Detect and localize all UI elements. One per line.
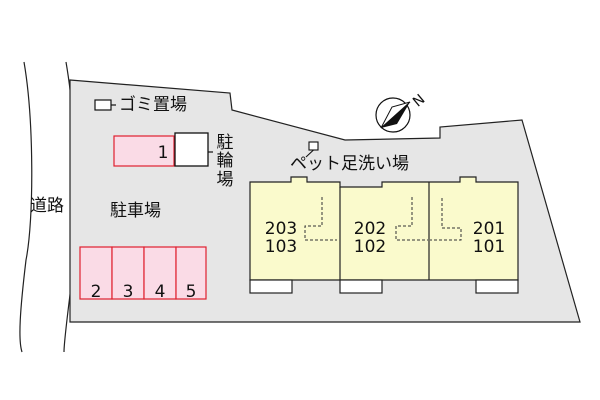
parking-slot-3-label: 3 bbox=[122, 282, 134, 302]
bicycle-parking-box bbox=[174, 132, 209, 167]
parking-slot-4-label: 4 bbox=[154, 282, 166, 302]
unit-upper-label: 201 bbox=[472, 219, 506, 239]
pet-wash-label: ペット足洗い場 bbox=[290, 154, 409, 174]
parking-slot-5 bbox=[175, 246, 207, 300]
unit-lower-label: 102 bbox=[353, 236, 387, 257]
entrance-103 bbox=[249, 279, 293, 294]
unit-lower-label: 101 bbox=[472, 236, 506, 257]
unit-lower-label: 103 bbox=[264, 236, 298, 257]
pet-wash-icon bbox=[305, 141, 319, 158]
unit-202-102: 202 102 bbox=[345, 219, 395, 257]
parking-slot-1-label: 1 bbox=[157, 143, 169, 163]
parking-slot-2 bbox=[79, 246, 113, 300]
entrance-101 bbox=[475, 279, 519, 294]
parking-slot-2-label: 2 bbox=[90, 282, 102, 302]
unit-201-101: 201 101 bbox=[464, 219, 514, 257]
parking-slot-5-label: 5 bbox=[185, 282, 197, 302]
garbage-label: ゴミ置場 bbox=[119, 95, 187, 115]
compass-icon bbox=[375, 97, 411, 133]
road-edge-left bbox=[19, 61, 33, 353]
bicycle-parking-label: 駐輪場 bbox=[216, 133, 234, 190]
parking-label: 駐車場 bbox=[110, 201, 161, 221]
unit-upper-label: 202 bbox=[353, 219, 387, 239]
road-label: 道路 bbox=[30, 196, 64, 216]
unit-203-103: 203 103 bbox=[256, 219, 306, 257]
garbage-icon bbox=[94, 99, 116, 111]
unit-upper-label: 203 bbox=[264, 219, 298, 239]
parking-row bbox=[79, 246, 207, 300]
parking-slot-1 bbox=[113, 135, 175, 167]
entrance-102 bbox=[339, 279, 383, 294]
apartment-building bbox=[249, 176, 519, 281]
interior-partitions bbox=[304, 197, 462, 241]
parking-slot-3 bbox=[111, 246, 145, 300]
